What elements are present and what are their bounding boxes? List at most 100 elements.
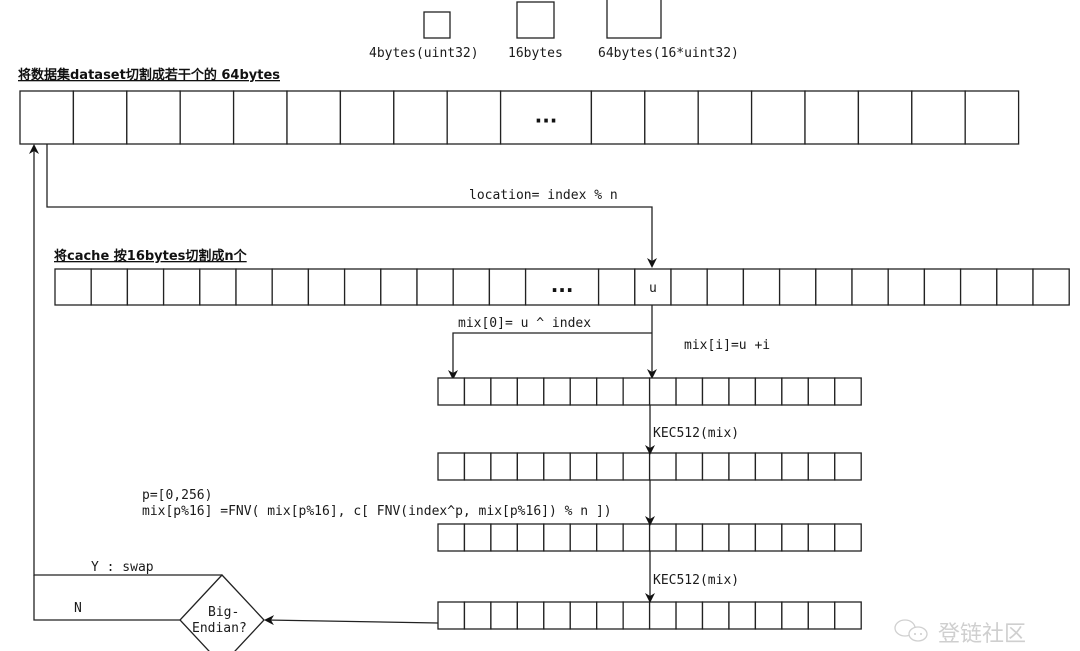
- mix-cell: [490, 523, 518, 552]
- mix-cell: [569, 452, 598, 481]
- mix-cell: [622, 523, 651, 552]
- mix-cell: [437, 523, 466, 552]
- mix-cell: [728, 523, 757, 552]
- mix-cell: [622, 452, 651, 481]
- cache-cell: [742, 268, 781, 306]
- dataset-cell: [339, 90, 395, 145]
- mix-cell: [675, 377, 704, 406]
- decision-diamond: [179, 574, 265, 651]
- mix-cell: [648, 377, 677, 406]
- mix-cell: [463, 452, 492, 481]
- cache-cell: [416, 268, 454, 306]
- mix0-label: mix[0]= u ^ index: [458, 316, 591, 331]
- mix-cell: [596, 523, 624, 552]
- mix-cell: [569, 601, 598, 630]
- mix-cell: [543, 601, 571, 630]
- mix-cell: [490, 452, 518, 481]
- cache-cell: [706, 268, 745, 306]
- mix-cell: [807, 452, 836, 481]
- cache-cell: [1032, 268, 1070, 306]
- watermark-text: 登链社区: [938, 622, 1026, 647]
- mix-cell: [516, 601, 545, 630]
- legend: 4bytes(uint32) 16bytes 64bytes(16*uint32…: [369, 0, 739, 61]
- mix-cell: [781, 377, 809, 406]
- mix-cell: [754, 601, 783, 630]
- dataset-title: 将数据集dataset切割成若干个的 64bytes: [18, 67, 280, 83]
- mix-cell: [834, 377, 862, 406]
- cache-cell: [126, 268, 165, 306]
- mix-cell: [569, 377, 598, 406]
- legend-box-4bytes: [423, 11, 451, 39]
- cache-cell: [488, 268, 527, 306]
- mix-cell: [463, 601, 492, 630]
- cache-cell: [923, 268, 962, 306]
- mix-row: [437, 601, 862, 630]
- cache-cell: [307, 268, 346, 306]
- cache-cell: [452, 268, 491, 306]
- cache-cell: [90, 268, 129, 306]
- cache-cell: [235, 268, 273, 306]
- dataset-cell: [446, 90, 502, 145]
- mix-cell: [754, 452, 783, 481]
- mix-cell: [728, 601, 757, 630]
- legend-box-64bytes: [606, 0, 662, 39]
- mix-cell: [516, 452, 545, 481]
- mix-cell: [437, 377, 466, 406]
- mix-cell: [648, 523, 677, 552]
- cache-ellipsis: ...: [551, 273, 574, 297]
- cache-cell: [199, 268, 237, 306]
- mix-cell: [463, 523, 492, 552]
- mix-cell: [516, 377, 545, 406]
- cache-selected-label: u: [649, 281, 657, 296]
- mix-cell: [596, 377, 624, 406]
- cache-row: ... u: [54, 268, 1070, 306]
- mix-cell: [701, 377, 730, 406]
- mix-cell: [834, 523, 862, 552]
- no-path: [33, 575, 180, 621]
- mix-cell: [728, 452, 757, 481]
- dataset-cell: [72, 90, 128, 145]
- mixi-label: mix[i]=u +i: [684, 338, 770, 353]
- big-endian-decision: Big- Endian?: [179, 574, 265, 651]
- cache-cell: [670, 268, 708, 306]
- dataset-cell: [179, 90, 235, 145]
- decision-line1: Big-: [208, 605, 239, 620]
- mix-cell: [596, 601, 624, 630]
- dataset-cell: [911, 90, 966, 145]
- mix-row: [437, 452, 862, 481]
- mix-cell: [807, 377, 836, 406]
- mix-cell: [490, 601, 518, 630]
- mix-cell: [781, 452, 809, 481]
- mix-cell: [754, 523, 783, 552]
- mix-cell: [516, 523, 545, 552]
- mix-cell: [701, 601, 730, 630]
- dataset-cell: [644, 90, 699, 145]
- mix-cell: [834, 601, 862, 630]
- mix-cell: [622, 601, 651, 630]
- wechat-icon: [894, 619, 928, 642]
- dataset-cell: [393, 90, 448, 145]
- cache-ellipsis-cell: [524, 268, 600, 306]
- mix0-arrow: [448, 332, 652, 380]
- cache-cell: [271, 268, 310, 306]
- legend-box-16bytes: [516, 1, 555, 39]
- dataset-cell: [857, 90, 913, 145]
- cache-cell: [959, 268, 998, 306]
- mix-cell: [543, 452, 571, 481]
- cache-cell: [380, 268, 418, 306]
- no-label: N: [74, 601, 82, 616]
- mix-cell: [754, 377, 783, 406]
- dataset-ellipsis-cell: [499, 90, 593, 145]
- cache-cell: [162, 268, 201, 306]
- dataset-cell: [286, 90, 342, 145]
- dataset-row: ...: [19, 90, 1020, 145]
- mix-cell: [701, 523, 730, 552]
- cache-cell: [597, 268, 636, 306]
- dataset-cell: [750, 90, 806, 145]
- decision-line2: Endian?: [192, 621, 247, 636]
- fnv-formula: mix[p%16] =FNV( mix[p%16], c[ FNV(index^…: [142, 504, 612, 519]
- location-arrow: [46, 144, 657, 268]
- mix-cell: [834, 452, 862, 481]
- mix-cell: [490, 377, 518, 406]
